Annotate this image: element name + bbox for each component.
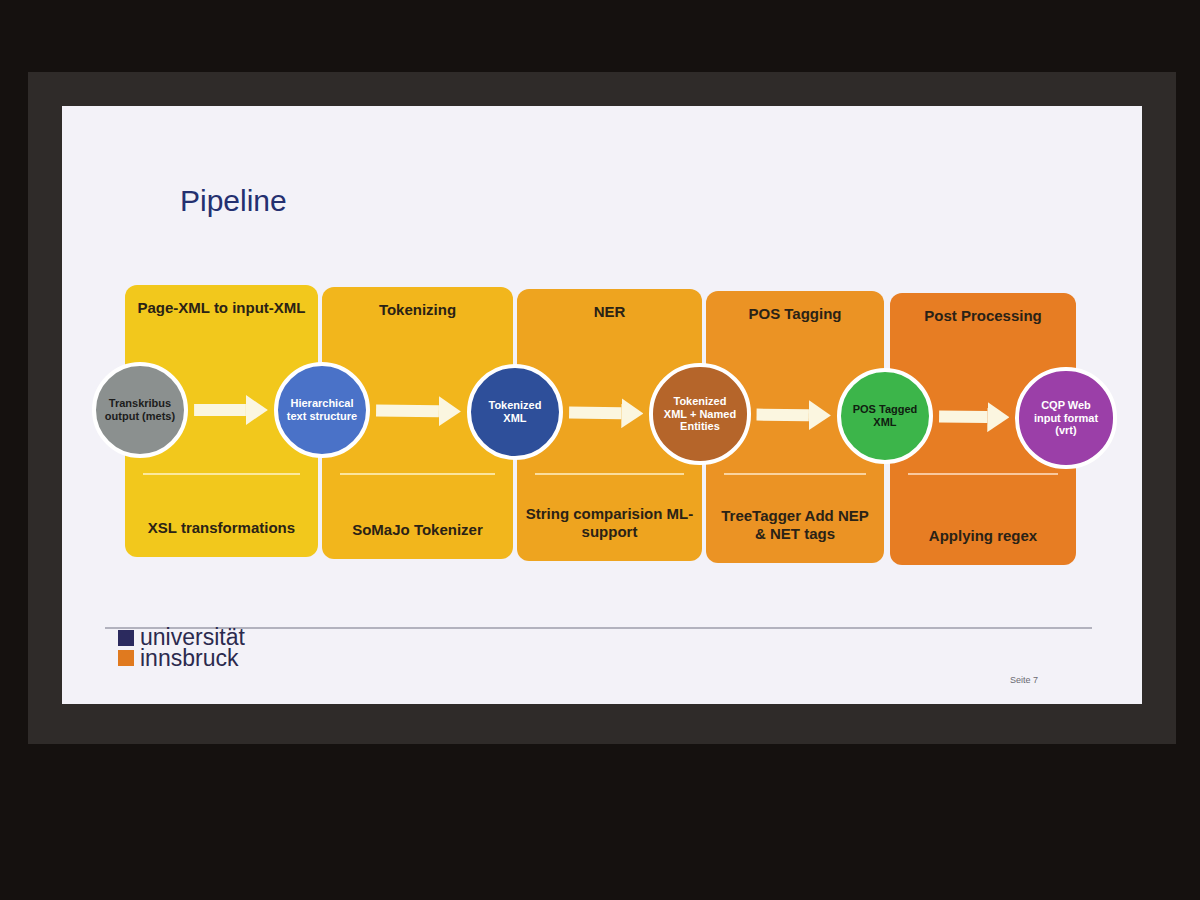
data-circle: CQP Web input format (vrt) [1015,367,1116,468]
slide-title: Pipeline [180,184,287,218]
stage-tool: TreeTagger Add NEP & NET tags [714,507,876,543]
stage-heading: Post Processing [898,307,1068,325]
projection-screen [28,72,1176,744]
band-divider [340,473,495,475]
data-circle: Hierarchical text structure [274,362,370,458]
data-circle: Tokenized XML + Named Entities [649,363,750,464]
band-divider [908,473,1058,475]
stage-heading: Page-XML to input-XML [133,299,310,317]
logo-square [118,650,134,666]
stage-heading: Tokenizing [330,301,505,319]
circle-label: Hierarchical text structure [285,397,359,422]
slide-background [62,106,1142,704]
flow-arrow [939,411,987,424]
flow-arrow [569,407,621,420]
stage-heading: POS Tagging [714,305,876,323]
data-circle: Transkribus output (mets) [92,362,188,458]
logo-square [118,630,134,646]
stage-tool: Applying regex [898,527,1068,545]
stage-heading: NER [525,303,694,321]
data-circle: POS Tagged XML [837,368,933,464]
footer-rule [105,627,1092,629]
stage-tool: SoMaJo Tokenizer [330,521,505,539]
flow-arrow [194,404,246,416]
band-divider [535,473,684,475]
stage-tool: String comparision ML-support [525,505,694,541]
flow-arrow [757,409,809,422]
circle-label: CQP Web input format (vrt) [1029,399,1103,437]
band-divider [143,473,300,475]
logo-wordmark: universität innsbruck [140,627,245,668]
page-number: Seite 7 [1010,676,1038,684]
data-circle: Tokenized XML [467,364,563,460]
circle-label: Transkribus output (mets) [103,397,177,422]
circle-label: POS Tagged XML [848,403,922,428]
circle-label: Tokenized XML [478,399,552,424]
stage-tool: XSL transformations [133,519,310,537]
flow-arrow [376,405,439,418]
circle-label: Tokenized XML + Named Entities [663,395,737,433]
band-divider [724,473,866,475]
